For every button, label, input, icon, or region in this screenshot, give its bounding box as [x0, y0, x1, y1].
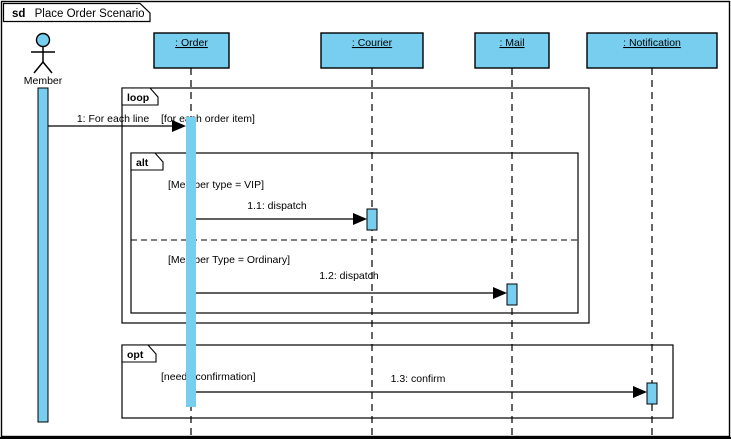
- lifeline-head-order: [153, 32, 230, 69]
- actor-leg-right-icon: [42, 61, 53, 74]
- message-dispatch-mail-arrowhead: [493, 287, 507, 299]
- lifeline-label-order: : Order: [175, 37, 208, 49]
- message-dispatch-courier-arrowhead: [353, 213, 367, 225]
- activation-mail: [506, 283, 518, 306]
- opt-fragment[interactable]: opt [needs confirmation]: [121, 344, 674, 419]
- message-for-each-line-label: 1: For each line: [77, 113, 150, 125]
- lifeline-label-courier: : Courier: [352, 37, 393, 49]
- opt-fragment-box: [121, 344, 674, 419]
- opt-fragment-tab: [121, 344, 157, 363]
- message-for-each-line-arrowhead: [172, 120, 186, 132]
- message-dispatch-courier[interactable]: 1.1: dispatch: [196, 200, 378, 231]
- loop-fragment-box: [121, 87, 590, 324]
- message-confirm-notification-label: 1.3: confirm: [391, 373, 446, 385]
- frame-title-text: sd Place Order Scenario: [12, 8, 145, 20]
- loop-fragment-operator: loop: [127, 92, 149, 104]
- alt-fragment-operator: alt: [136, 157, 149, 169]
- lifeline-head-mail: [474, 32, 550, 69]
- message-for-each-line[interactable]: 1: For each line: [48, 113, 186, 132]
- frame-kind-keyword: sd: [12, 8, 25, 20]
- actor-label: Member: [24, 75, 63, 87]
- actor-head-icon: [35, 32, 51, 48]
- message-dispatch-courier-label: 1.1: dispatch: [247, 200, 307, 212]
- lifeline-label-notification: : Notification: [623, 37, 681, 49]
- activation-member: [37, 87, 49, 423]
- message-confirm-notification[interactable]: 1.3: confirm: [196, 373, 658, 405]
- actor-leg-left-icon: [33, 61, 44, 74]
- activation-order: [186, 117, 196, 407]
- lifeline-courier[interactable]: : Courier: [320, 32, 424, 437]
- alt-fragment-guard-first: [Member type = VIP]: [168, 179, 264, 191]
- activation-courier: [366, 208, 378, 231]
- alt-fragment-tab: [130, 152, 164, 171]
- message-dispatch-mail[interactable]: 1.2: dispatch: [196, 270, 518, 306]
- message-dispatch-mail-label: 1.2: dispatch: [319, 270, 379, 282]
- lifeline-mail[interactable]: : Mail: [474, 32, 550, 437]
- lifeline-label-mail: : Mail: [499, 37, 524, 49]
- message-confirm-notification-arrowhead: [633, 386, 647, 398]
- actor-member[interactable]: Member: [24, 32, 63, 88]
- alt-fragment-box: [130, 152, 579, 314]
- loop-fragment-guard: [for each order item]: [161, 113, 255, 125]
- opt-fragment-operator: opt: [127, 349, 144, 361]
- loop-fragment[interactable]: loop [for each order item]: [121, 87, 590, 324]
- alt-fragment-guard-second: [Member Type = Ordinary]: [168, 254, 290, 266]
- lifeline-notification[interactable]: : Notification: [586, 32, 718, 437]
- opt-fragment-guard: [needs confirmation]: [161, 371, 256, 383]
- frame-title-label: Place Order Scenario: [35, 8, 145, 20]
- frame-title-tab: [2, 2, 151, 23]
- lifeline-head-courier: [320, 32, 424, 69]
- lifeline-head-notification: [586, 32, 718, 69]
- loop-fragment-tab: [121, 87, 159, 106]
- activation-notification: [646, 382, 658, 405]
